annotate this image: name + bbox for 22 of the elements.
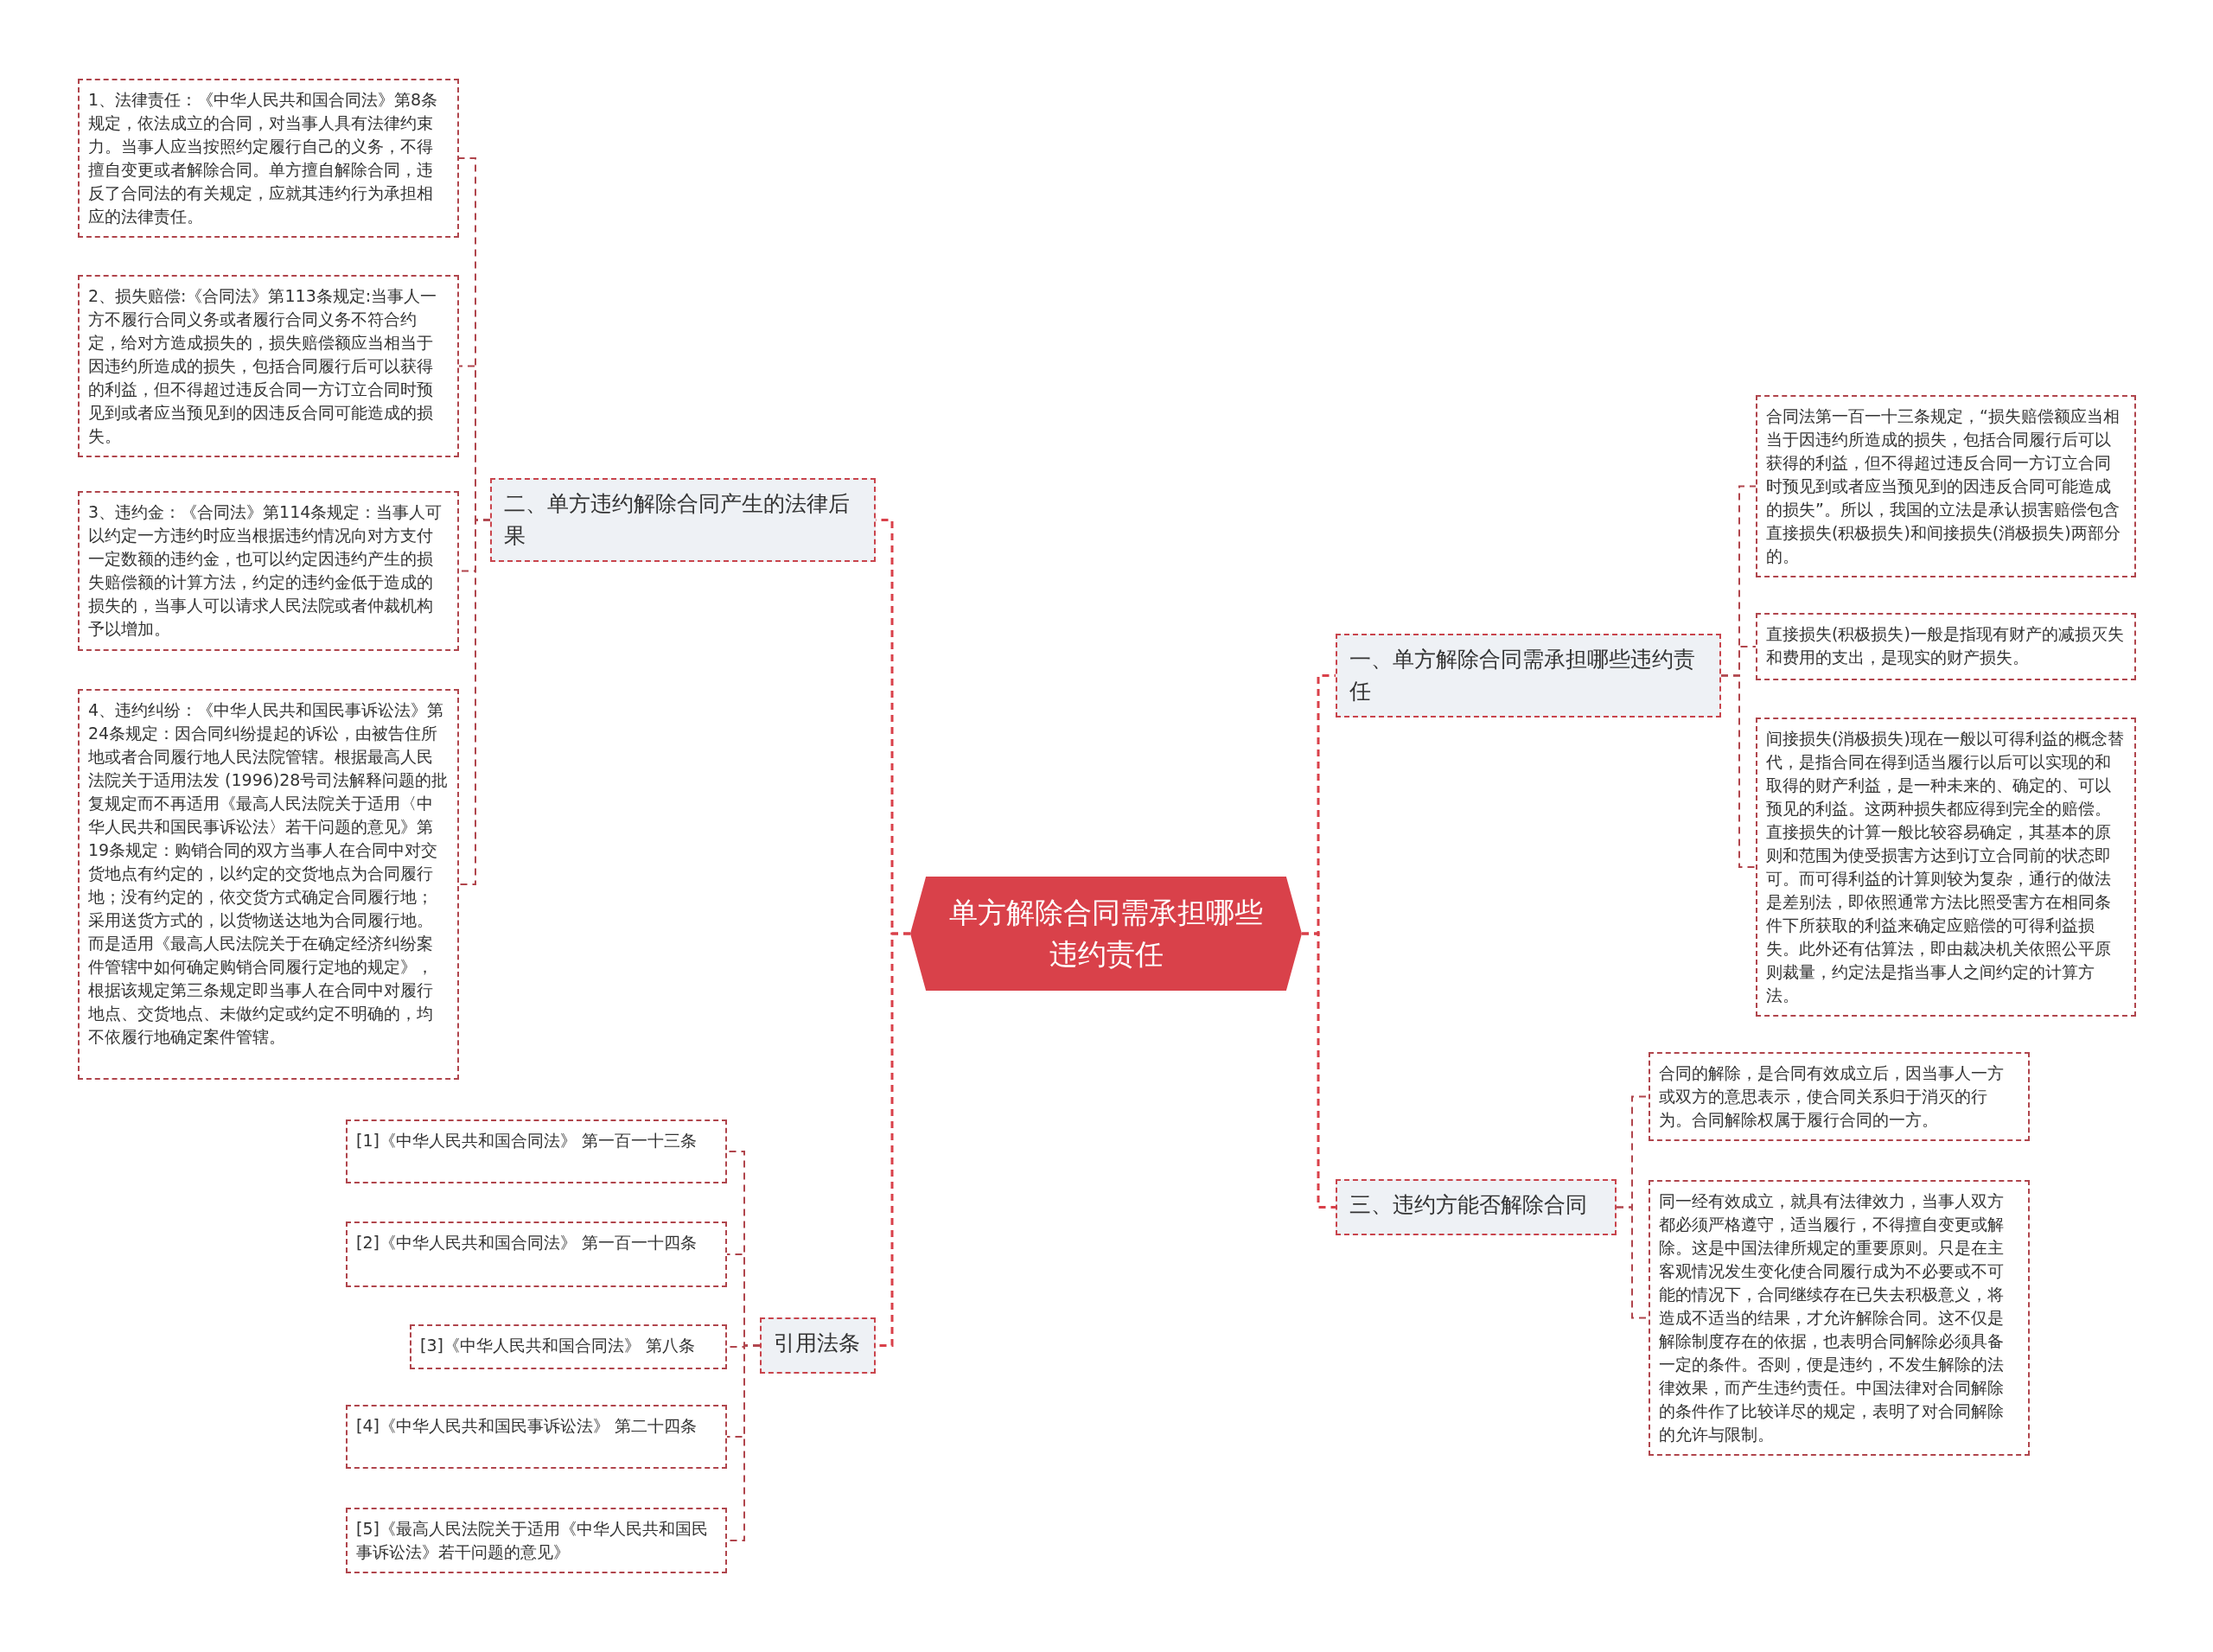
note-box: 合同的解除，是合同有效成立后，因当事人一方或双方的意思表示，使合同关系归于消灭的行为。合同解除权属于履行合同的一方。: [1649, 1052, 2030, 1141]
note-box: 间接损失(消极损失)现在一般以可得利益的概念替代，是指合同在得到适当履行以后可以实现的和取得的财产利益，是一种未来的、确定的、可以预见的利益。这两种损失都应得到完全的赔偿。直接损失的计算一般比较容易确定，其基本的原则和范围为使受损害方达到订立合同前的状态即可。而可得利益的计算则较为复杂，通行的做法是差别法，即依照通常方法比照受害方在相同条件下所获取的利益来确定应赔偿的可得利益损失。此外还有估算法，即由裁决机关依照公平原则裁量，约定法是指当事人之间约定的计算方法。: [1756, 718, 2136, 1017]
note-box: [1]《中华人民共和国合同法》 第一百一十三条: [346, 1119, 727, 1183]
note-box: [5]《最高人民法院关于适用《中华人民共和国民事诉讼法》若干问题的意见》: [346, 1508, 727, 1573]
note-box: [2]《中华人民共和国合同法》 第一百一十四条: [346, 1221, 727, 1287]
note-box: 2、损失赔偿:《合同法》第113条规定:当事人一方不履行合同义务或者履行合同义务不符合约定，给对方造成损失的，损失赔偿额应当相当于因违约所造成的损失，包括合同履行后可以获得的利益，但不得超过违反合同一方订立合同时预见到或者应当预见到的因违反合同可能造成的损失。: [78, 275, 459, 457]
note-box: [3]《中华人民共和国合同法》 第八条: [410, 1324, 727, 1369]
connector-line: [458, 519, 491, 885]
note-box: 合同法第一百一十三条规定，“损失赔偿额应当相当于因违约所造成的损失，包括合同履行后可以获得的利益，但不得超过违反合同一方订立合同时预见到或者应当预见到的因违反合同可能造成的损失”。所以，我国的立法是承认损害赔偿包含直接损失(积极损失)和间接损失(消极损失)两部分的。: [1756, 395, 2136, 577]
note-box: 同一经有效成立，就具有法律效力，当事人双方都必须严格遵守，适当履行，不得擅自变更或解除。这是中国法律所规定的重要原则。只是在主客观情况发生变化使合同履行成为不必要或不可能的情况下，合同继续存在已失去积极意义，将造成不适当的结果，才允许解除合同。这不仅是解除制度存在的依据，也表明合同解除必须具备一定的条件。否则，便是违约，不发生解除的法律效果，而产生违约责任。中国法律对合同解除的条件作了比较详尽的规定，表明了对合同解除的允许与限制。: [1649, 1180, 2030, 1456]
topic-box: 二、单方违约解除合同产生的法律后果: [490, 478, 876, 562]
note-box: 3、违约金：《合同法》第114条规定：当事人可以约定一方违约时应当根据违约情况向对方支付一定数额的违约金，也可以约定因违约产生的损失赔偿额的计算方法，约定的违约金低于造成的损失的，当事人可以请求人民法院或者仲裁机构予以增加。: [78, 491, 459, 651]
connector-line: [1720, 674, 1757, 868]
topic-box: 三、违约方能否解除合同: [1336, 1179, 1617, 1235]
note-box: [4]《中华人民共和国民事诉讼法》 第二十四条: [346, 1405, 727, 1469]
topic-box: 一、单方解除合同需承担哪些违约责任: [1336, 634, 1721, 718]
note-box: 直接损失(积极损失)一般是指现有财产的减损灭失和费用的支出，是现实的财产损失。: [1756, 613, 2136, 680]
connector-line: [1302, 932, 1336, 1209]
central-topic: 单方解除合同需承担哪些违约责任: [910, 877, 1302, 991]
note-box: 1、法律责任：《中华人民共和国合同法》第8条规定，依法成立的合同，对当事人具有法律约束力。当事人应当按照约定履行自己的义务，不得擅自变更或者解除合同。单方擅自解除合同，违反了合同法的有关规定，应就其违约行为承担相应的法律责任。: [78, 79, 459, 238]
note-box: 4、违约纠纷：《中华人民共和国民事诉讼法》第24条规定：因合同纠纷提起的诉讼，由被告住所地或者合同履行地人民法院管辖。根据最高人民法院关于适用法发 (1996)28号司法解释问题的批复规定而不再适用《最高人民法院关于适用〈中华人民共和国民事诉讼法〉若干问题的意见》第19条规定：购销合同的双方当事人在合同中对交货地点有约定的，以约定的交货地点为合同履行地；没有约定的，依交货方式确定合同履行地；采用送货方式的，以货物送达地为合同履行地。而是适用《最高人民法院关于在确定经济纠纷案件管辖中如何确定购销合同履行定地的规定》，根据该规定第三条规定即当事人在合同中对履行地点、交货地点、未做约定或约定不明确的，均不依履行地确定案件管辖。: [78, 689, 459, 1080]
topic-box: 引用法条: [760, 1317, 876, 1374]
